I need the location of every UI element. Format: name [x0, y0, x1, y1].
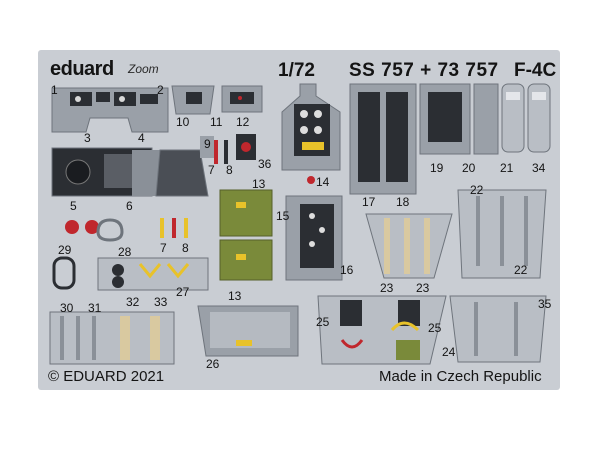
part-number: 19 [430, 161, 444, 175]
part-number: 13 [228, 289, 242, 303]
part-22-straps [457, 189, 547, 279]
part-number: 28 [118, 245, 132, 259]
part-number: 23 [380, 281, 394, 295]
part-number: 8 [182, 241, 189, 255]
part-number: 14 [316, 175, 330, 189]
part-number: 5 [70, 199, 77, 213]
part-number: 22 [470, 183, 484, 197]
part-number: 13 [252, 177, 266, 191]
part-number: 23 [416, 281, 430, 295]
part-side-consoles [285, 195, 343, 281]
part-25-harness [317, 295, 447, 365]
part-number: 15 [276, 209, 290, 223]
part-rear-panels [349, 83, 499, 195]
part-lower-harness [49, 311, 175, 365]
scale-label: 1/72 [278, 60, 315, 81]
part-number: 21 [500, 161, 514, 175]
part-24-35 [449, 295, 547, 363]
part-number: 2 [157, 83, 164, 97]
part-number: 25 [316, 315, 330, 329]
part-number: 33 [154, 295, 168, 309]
model-name: F-4C [514, 60, 557, 81]
part-number: 7 [160, 241, 167, 255]
part-number: 4 [138, 131, 145, 145]
part-number: 18 [396, 195, 410, 209]
brand-sub: Zoom [128, 62, 159, 76]
part-number: 26 [206, 357, 220, 371]
part-number: 35 [538, 297, 552, 311]
part-number: 9 [204, 137, 211, 151]
part-number: 17 [362, 195, 376, 209]
part-number: 8 [226, 163, 233, 177]
part-center-console [281, 83, 341, 184]
part-number: 7 [208, 163, 215, 177]
part-number: 10 [176, 115, 190, 129]
part-number: 25 [428, 321, 442, 335]
part-number: 11 [210, 115, 223, 129]
part-number: 6 [126, 199, 133, 213]
part-number: 36 [258, 157, 272, 171]
part-rudder-pedals [501, 83, 551, 153]
part-small-row [65, 218, 188, 242]
set-code: SS 757 + 73 757 [349, 60, 499, 81]
origin-text: Made in Czech Republic [379, 368, 542, 385]
part-number: 20 [462, 161, 476, 175]
part-26-panel [197, 305, 299, 357]
part-number: 30 [60, 301, 74, 315]
part-olive-boxes [219, 189, 273, 281]
part-number: 16 [340, 263, 354, 277]
part-number: 3 [84, 131, 91, 145]
part-front-panel [51, 87, 169, 133]
part-number: 24 [442, 345, 456, 359]
part-29-28-27 [52, 256, 209, 291]
part-number: 27 [176, 285, 190, 299]
part-radar-panel [51, 147, 160, 197]
part-number: 31 [88, 301, 102, 315]
part-harness-straps [365, 213, 453, 279]
part-side-panels [171, 85, 263, 115]
part-number: 34 [532, 161, 546, 175]
part-levers-36 [214, 134, 256, 164]
part-number: 29 [58, 243, 72, 257]
part-seat [155, 136, 214, 197]
part-number: 22 [514, 263, 528, 277]
copyright-text: © EDUARD 2021 [48, 368, 165, 385]
part-number: 1 [51, 83, 58, 97]
part-number: 12 [236, 115, 250, 129]
part-number: 32 [126, 295, 140, 309]
brand-logo: eduard [50, 58, 114, 80]
